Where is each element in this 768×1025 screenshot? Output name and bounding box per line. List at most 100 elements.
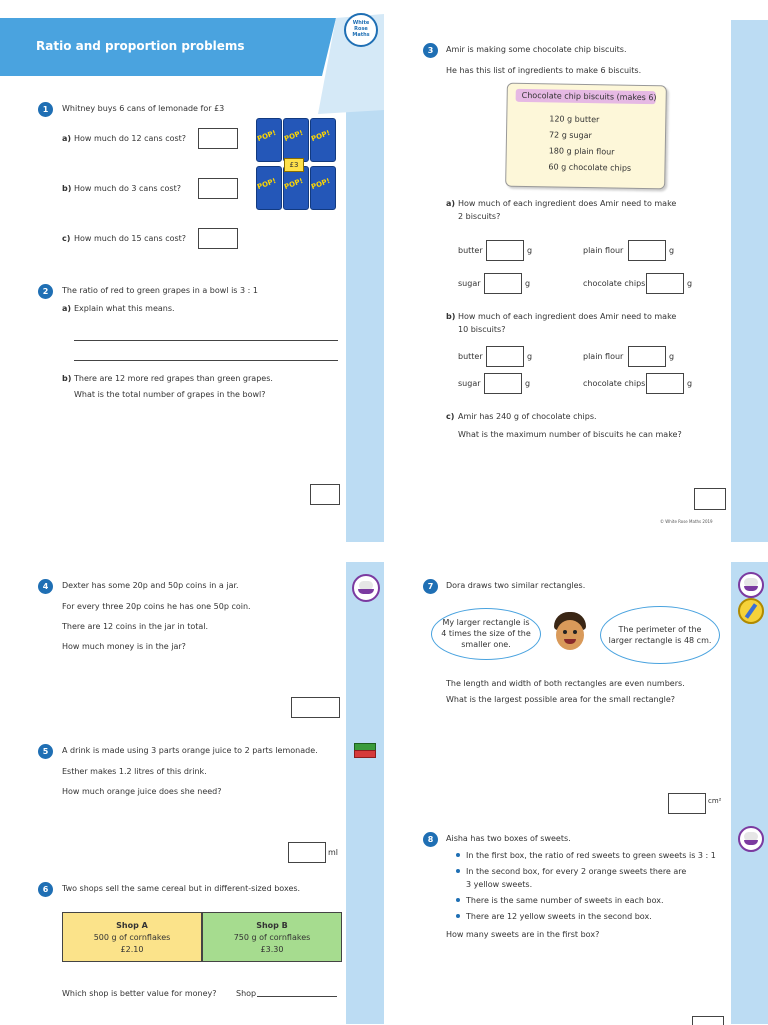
answer-line[interactable] (74, 340, 338, 341)
q3c-text: Amir has 240 g of chocolate chips. (458, 412, 597, 421)
q7-text: Dora draws two similar rectangles. (446, 581, 586, 590)
price-tag: £3 (284, 158, 304, 172)
q7-line: What is the largest possible area for th… (446, 695, 676, 704)
q1b-answer-box[interactable] (198, 178, 238, 199)
q6-answer-line[interactable] (257, 996, 337, 997)
recipe-card: Chocolate chip biscuits (makes 6) 120 g … (505, 82, 667, 190)
shop-a-card: Shop A 500 g of cornflakes £2.10 (62, 912, 202, 962)
copyright: © White Rose Maths 2019 (660, 519, 713, 524)
logo-word-2: Rose (354, 26, 368, 32)
can (283, 166, 309, 210)
q1c-answer-box[interactable] (198, 228, 238, 249)
ingredient-item: 72 g sugar (548, 130, 592, 141)
recipe-title-main: Chocolate chip biscuits (521, 90, 615, 102)
unit-g: g (687, 279, 693, 288)
q1a-answer-box[interactable] (198, 128, 238, 149)
bubble-right-line: larger rectangle is 48 cm. (608, 636, 712, 645)
shop-a-name: Shop A (116, 921, 148, 930)
cloud-badge-icon (738, 826, 764, 852)
butter-label: butter (458, 352, 483, 361)
butter-label: butter (458, 246, 483, 255)
speech-bubble-left: My larger rectangle is 4 times the size … (431, 608, 541, 660)
q4-line: Dexter has some 20p and 50p coins in a j… (62, 581, 239, 590)
q3c-label: c) (446, 412, 455, 421)
ingredient-item: 180 g plain flour (548, 146, 615, 157)
q1-text: Whitney buys 6 cans of lemonade for £3 (62, 104, 225, 113)
q3b-chips-box[interactable] (646, 373, 684, 394)
q3a-chips-box[interactable] (646, 273, 684, 294)
white-rose-logo: White Rose Maths (344, 13, 378, 47)
q8-bullet: In the first box, the ratio of red sweet… (466, 851, 716, 860)
q1a-label: a) (62, 134, 72, 143)
sugar-label: sugar (458, 279, 481, 288)
q3-text-2: He has this list of ingredients to make … (446, 66, 642, 75)
shop-a-price: £2.10 (120, 945, 144, 954)
q1a-text: How much do 12 cans cost? (74, 134, 187, 143)
logo-word-1: White (352, 20, 370, 26)
unit-ml: ml (328, 848, 339, 857)
q2b-answer-box[interactable] (310, 484, 340, 505)
unit-g: g (525, 279, 531, 288)
speech-bubble-right: The perimeter of the larger rectangle is… (600, 606, 720, 664)
unit-g: g (525, 379, 531, 388)
q1c-text: How much do 15 cans cost? (74, 234, 187, 243)
q8-question: How many sweets are in the first box? (446, 930, 600, 939)
question-number: 6 (38, 882, 53, 897)
q2b-text-2: What is the total number of grapes in th… (74, 390, 266, 399)
q8-bullet: There are 12 yellow sweets in the second… (466, 912, 652, 921)
q6-answer-label: Shop (236, 989, 257, 998)
flour-label: plain flour (583, 352, 624, 361)
q3b-sugar-box[interactable] (484, 373, 522, 394)
q3a-label: a) (446, 199, 456, 208)
q8-bullet: There is the same number of sweets in ea… (466, 896, 664, 905)
ingredient-item: 60 g chocolate chips (548, 162, 632, 173)
sugar-label: sugar (458, 379, 481, 388)
q5-line: A drink is made using 3 parts orange jui… (62, 746, 318, 755)
question-number: 3 (423, 43, 438, 58)
question-number: 8 (423, 832, 438, 847)
q2a-text: Explain what this means. (74, 304, 175, 313)
unit-cm2: cm² (708, 797, 722, 805)
q7-line: The length and width of both rectangles … (446, 679, 685, 688)
shop-b-card: Shop B 750 g of cornflakes £3.30 (202, 912, 342, 962)
book-icon (354, 741, 376, 759)
q3a-text-2: 2 biscuits? (458, 212, 501, 221)
question-number: 4 (38, 579, 53, 594)
shop-b-name: Shop B (256, 921, 288, 930)
q4-line: How much money is in the jar? (62, 642, 186, 651)
ingredient-item: 120 g butter (549, 114, 600, 125)
dora-character (550, 612, 590, 658)
q4-line: For every three 20p coins he has one 50p… (62, 602, 251, 611)
chips-label: chocolate chips (583, 279, 646, 288)
q8-answer-box[interactable] (692, 1016, 724, 1025)
q1b-text: How much do 3 cans cost? (74, 184, 181, 193)
q5-answer-box[interactable] (288, 842, 326, 863)
q2-text: The ratio of red to green grapes in a bo… (62, 286, 258, 295)
q4-line: There are 12 coins in the jar in total. (62, 622, 209, 631)
unit-g: g (687, 379, 693, 388)
q3a-sugar-box[interactable] (484, 273, 522, 294)
q3a-flour-box[interactable] (628, 240, 666, 261)
shop-b-price: £3.30 (260, 945, 284, 954)
lemonade-cans-image: POP! POP! POP! POP! POP! POP! £3 (256, 118, 336, 210)
q4-answer-box[interactable] (291, 697, 340, 718)
shop-a-item: 500 g of cornflakes (93, 933, 171, 942)
question-number: 7 (423, 579, 438, 594)
q8-bullet-cont: 3 yellow sweets. (466, 880, 533, 889)
cloud-badge-icon (738, 572, 764, 598)
q3b-butter-box[interactable] (486, 346, 524, 367)
q5-line: How much orange juice does she need? (62, 787, 222, 796)
answer-line[interactable] (74, 360, 338, 361)
side-strip (346, 30, 384, 542)
q3b-label: b) (446, 312, 456, 321)
q7-answer-box[interactable] (668, 793, 706, 814)
q6-question: Which shop is better value for money? (62, 989, 217, 998)
bullet-dot (456, 853, 460, 857)
q3-text: Amir is making some chocolate chip biscu… (446, 45, 627, 54)
q3b-flour-box[interactable] (628, 346, 666, 367)
header-banner (0, 14, 384, 114)
q3a-butter-box[interactable] (486, 240, 524, 261)
q6-text: Two shops sell the same cereal but in di… (62, 884, 301, 893)
pencil-icon (738, 598, 764, 624)
q3c-answer-box[interactable] (694, 488, 726, 510)
